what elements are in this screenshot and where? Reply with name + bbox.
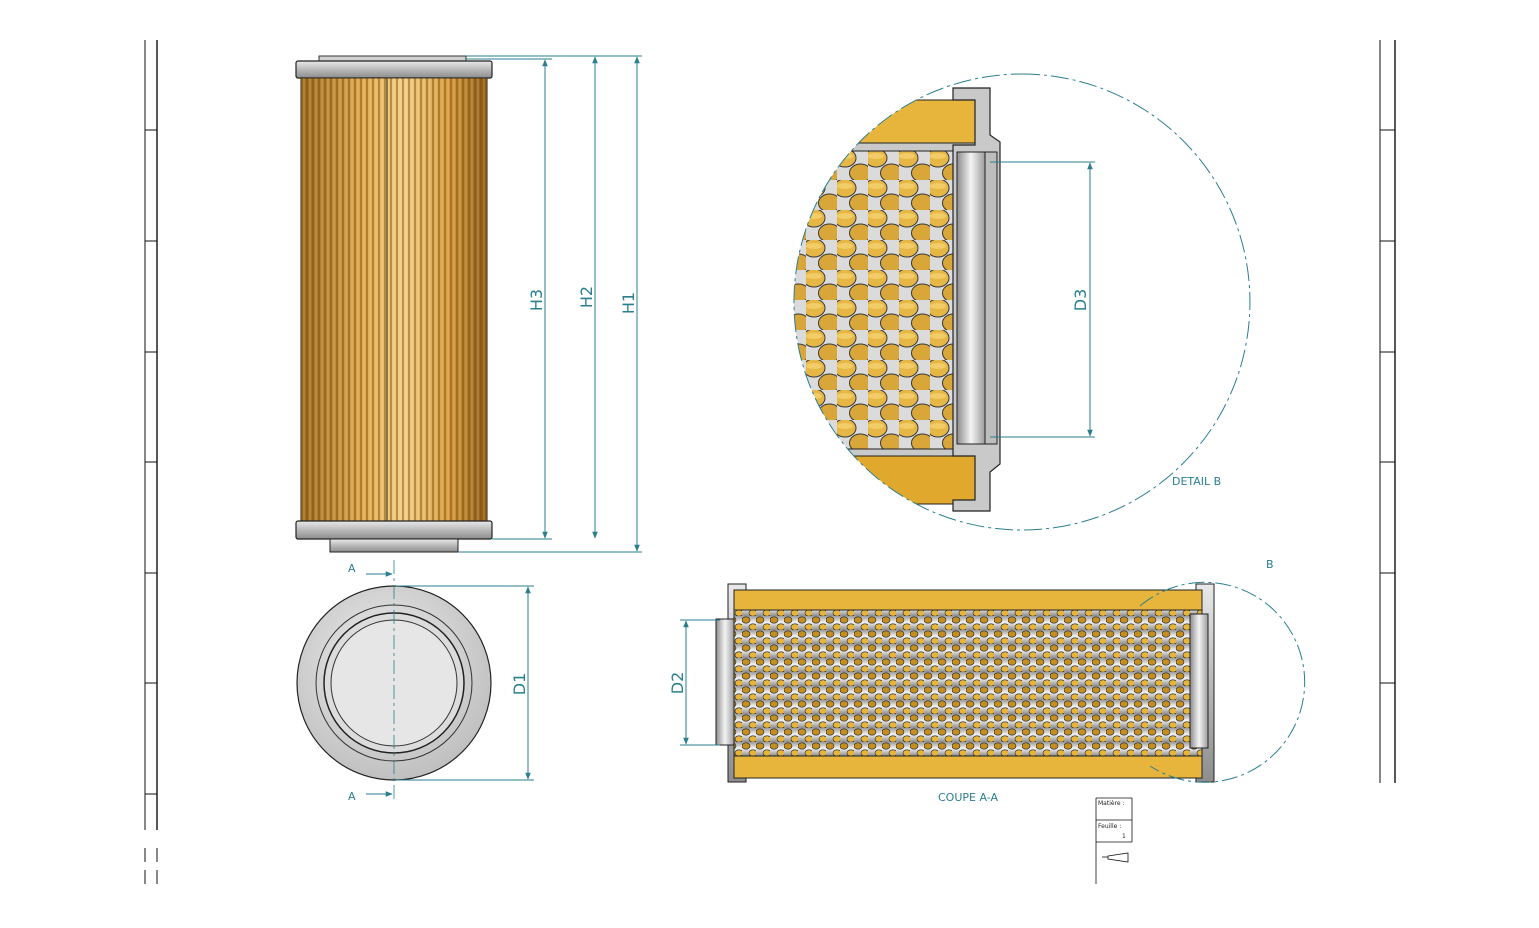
height-dimensions bbox=[458, 55, 642, 553]
title-block-sheet: Feuille : bbox=[1098, 823, 1121, 830]
dim-label-d3: D3 bbox=[1071, 289, 1090, 312]
detail-callout-circle bbox=[1139, 581, 1306, 783]
dim-label-h3: H3 bbox=[527, 289, 546, 311]
title-block-sheet-number: 1 bbox=[1122, 833, 1126, 840]
section-mark-bottom: A bbox=[348, 790, 356, 803]
title-block-material: Matière : bbox=[1098, 800, 1125, 807]
detail-callout-label: B bbox=[1266, 558, 1274, 571]
drawing-frame bbox=[144, 40, 1396, 884]
front-elevation-view bbox=[295, 55, 493, 553]
dim-label-d2: D2 bbox=[668, 672, 687, 695]
dim-label-d1: D1 bbox=[510, 673, 529, 696]
detail-view-title: DETAIL B bbox=[1172, 475, 1221, 488]
section-mark-top: A bbox=[348, 562, 356, 575]
title-block bbox=[1095, 797, 1133, 884]
dim-label-h1: H1 bbox=[619, 292, 638, 314]
d1-dimension bbox=[396, 585, 534, 781]
d2-dimension bbox=[680, 619, 720, 746]
detail-b-view bbox=[793, 73, 1251, 531]
section-view-a-a bbox=[715, 583, 1215, 783]
plan-view bbox=[296, 560, 492, 800]
d3-dimension bbox=[990, 161, 1095, 438]
dim-label-h2: H2 bbox=[577, 286, 596, 308]
section-arrows bbox=[366, 571, 393, 797]
section-view-title: COUPE A-A bbox=[938, 791, 998, 804]
